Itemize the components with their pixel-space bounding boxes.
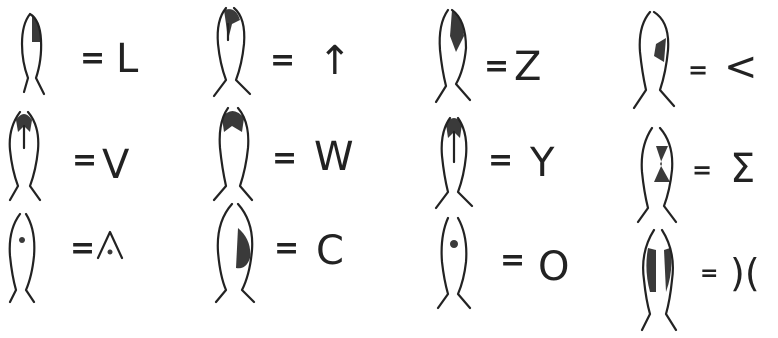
equals-sign: = [72,143,97,178]
figure-center-dot [436,216,472,310]
figure-small-dot [8,212,36,304]
legend-entry-O: = O [436,216,569,310]
legend-entry-Z: = Z [434,8,541,104]
legend-letter: Σ [730,146,755,192]
legend-letter: C [316,228,344,274]
equals-sign: = [688,56,708,84]
legend-entry-A: = A [0,0,124,304]
legend-letter: W [314,134,354,180]
equals-sign: = [272,141,297,176]
figure-shaded-right-zigzag [434,8,472,104]
equals-sign: = [70,231,95,266]
figure-shaded-both-sides [640,228,678,332]
legend-entry-Y: = Y [434,116,555,210]
legend-entry-V: = V [8,110,130,202]
figure-shaded-upper-right [20,12,46,96]
legend-entry-W: = W [212,106,354,202]
equals-sign: = [484,49,509,84]
equals-sign: = [270,43,295,78]
figure-shaded-hourglass [636,126,678,224]
figure-shaded-top-split [434,116,474,210]
equals-sign: = [500,243,525,278]
legend-letter: Y [529,140,555,186]
figure-shaded-top-with-stem [212,6,252,98]
legend-letter: Z [514,44,541,90]
legend-entry-up-arrow: = ↑ [212,6,352,98]
legend-entry-sigma: = Σ [636,126,755,224]
figure-shaded-right-half [214,202,256,304]
equals-sign: = [488,143,513,178]
equals-sign: = [80,41,105,76]
legend-letter: O [538,244,569,290]
legend-letter-text: A [0,0,1,1]
legend-letter: < [724,44,758,90]
legend-letter: ↑ [318,38,352,84]
figure-shaded-center-notch [632,10,676,110]
legend-letter: V [102,142,130,188]
figure-shaded-top-wide [212,106,254,202]
legend-entry-less-than: = < [632,10,758,110]
legend-letter: A [0,0,124,260]
legend-entry-C: = C [214,202,344,304]
equals-sign: = [274,231,299,266]
legend-entry-paren-pair: = )( [640,228,760,332]
equals-sign: = [692,156,712,184]
legend-entry-L: = L [20,12,139,96]
figure-shaded-top-notched [8,110,42,202]
legend-letter: )( [730,251,760,295]
equals-sign: = [700,261,718,286]
legend-letter: L [116,36,139,82]
